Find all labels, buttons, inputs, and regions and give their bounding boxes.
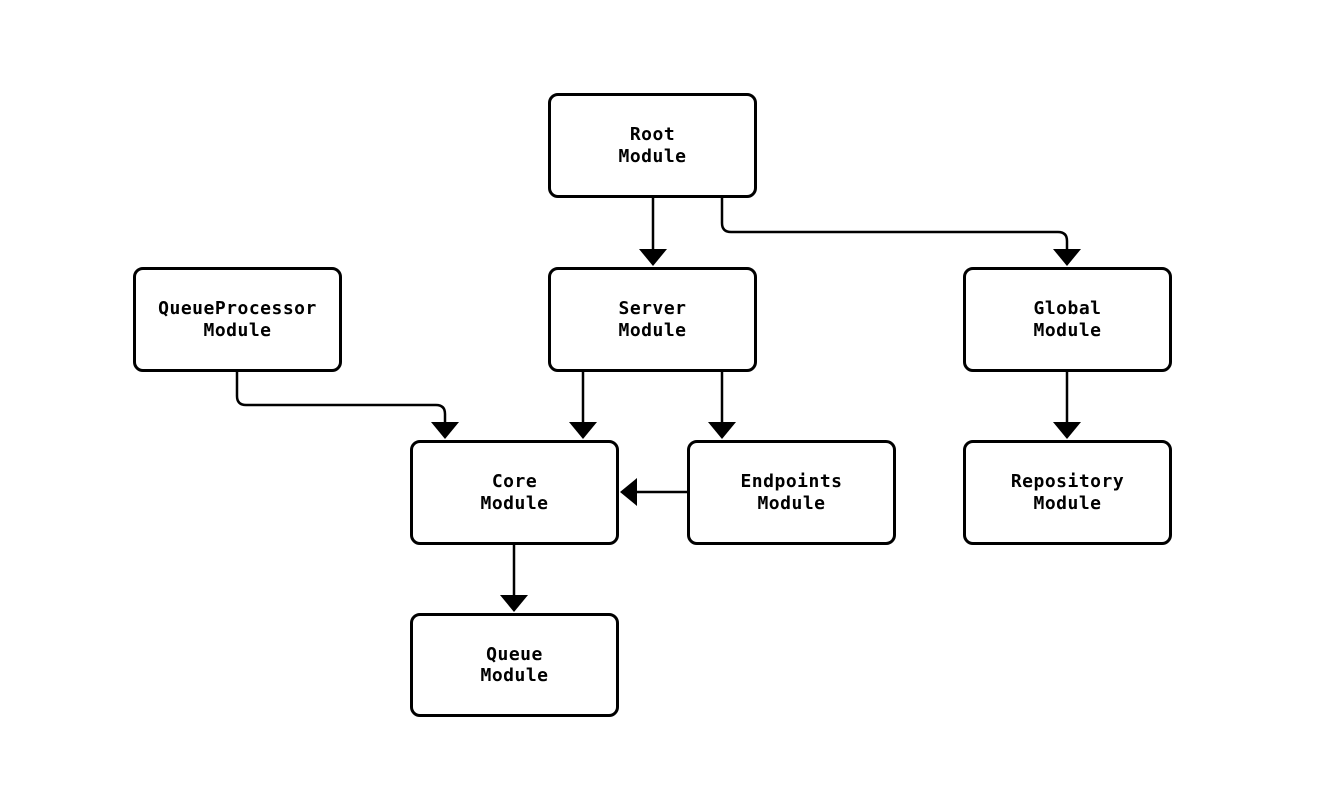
node-label: Repository Module — [1010, 471, 1125, 514]
edge-queueprocessor-module-to-core-module — [235, 372, 459, 439]
node-global-module: Global Module — [963, 267, 1172, 372]
node-repository-module: Repository Module — [963, 440, 1172, 545]
node-label: Root Module — [618, 124, 687, 167]
node-label: Server Module — [618, 298, 687, 341]
edge-root-module-to-global-module — [720, 198, 1081, 266]
node-label: Core Module — [480, 471, 549, 514]
node-label: Global Module — [1033, 298, 1102, 341]
node-core-module: Core Module — [410, 440, 619, 545]
node-queueprocessor-module: QueueProcessor Module — [133, 267, 342, 372]
edges-group — [235, 198, 1081, 612]
node-root-module: Root Module — [548, 93, 757, 198]
node-label: QueueProcessor Module — [158, 298, 317, 341]
node-label: Endpoints Module — [740, 471, 843, 514]
node-server-module: Server Module — [548, 267, 757, 372]
node-label: Queue Module — [480, 643, 549, 686]
node-endpoints-module: Endpoints Module — [687, 440, 896, 545]
node-queue-module: Queue Module — [410, 613, 619, 717]
